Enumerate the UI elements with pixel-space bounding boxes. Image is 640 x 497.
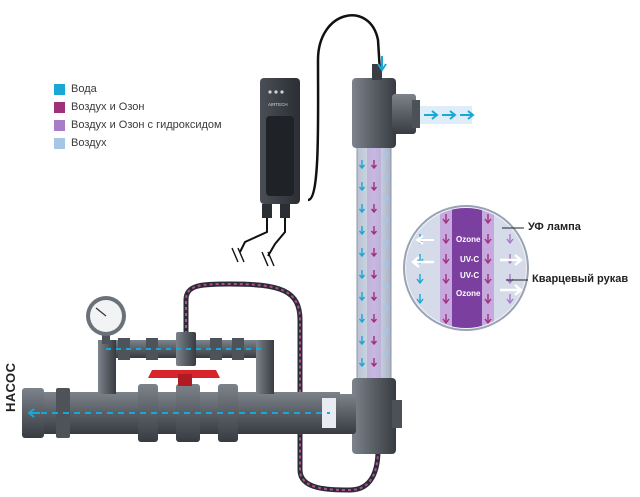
reactor-flow-arrow (382, 216, 390, 226)
reactor-flow-arrow (382, 238, 390, 248)
reactor-flow-arrow (382, 282, 390, 292)
reactor-flow-arrow (370, 226, 378, 236)
legend-swatch (54, 83, 65, 95)
reactor-flow-arrow (382, 150, 390, 160)
zoom-flow-arrow (484, 314, 492, 325)
reactor-flow-arrow (358, 270, 366, 280)
zoom-flow-arrow (506, 234, 514, 245)
reactor-flow-arrow (358, 182, 366, 192)
pump-label: НАСОС (3, 362, 18, 412)
power-cable-right (267, 218, 286, 257)
reactor-flow-arrow (370, 314, 378, 324)
reactor-flow-arrow (382, 260, 390, 270)
zoom-flow-arrow (416, 294, 424, 305)
zoom-callout: Ozone UV-C UV-C Ozone (403, 205, 529, 331)
legend-item-air: Воздух (54, 134, 222, 152)
zoom-flow-arrow (416, 274, 424, 285)
reactor-flow-arrow (358, 248, 366, 258)
reactor-flow-arrow (382, 172, 390, 182)
zoom-flow-arrow (442, 254, 450, 265)
zoom-flow-arrow (416, 314, 424, 325)
legend-item-air-ozone-hydroxide: Воздух и Озон с гидроксидом (54, 116, 222, 134)
reactor-flow-arrow (382, 326, 390, 336)
ozone-hose-flow (185, 282, 379, 492)
legend-label: Воздух (71, 137, 107, 149)
reactor-flow-arrow (370, 248, 378, 258)
reactor-flow-arrow (358, 204, 366, 214)
zoom-flow-arrow (506, 314, 514, 325)
reactor-flow-arrow (382, 348, 390, 358)
ozone-hose (183, 281, 381, 493)
reactor-flow-arrow (370, 270, 378, 280)
plug-left (231, 247, 245, 263)
legend-swatch (54, 137, 65, 149)
legend-swatch (54, 119, 65, 131)
reactor-bottom-cap (334, 378, 402, 454)
zoom-flow-arrow (506, 294, 514, 305)
reactor-flow-arrow (382, 194, 390, 204)
quartz-sleeve-label: Кварцевый рукав (532, 273, 629, 285)
zoom-flow-arrow (484, 274, 492, 285)
reactor-flow-arrow (370, 182, 378, 192)
legend-label: Воздух и Озон с гидроксидом (71, 119, 222, 131)
zoom-flow-arrow (442, 274, 450, 285)
outlet-flow (420, 106, 475, 124)
uv-lamp-label: УФ лампа (528, 221, 581, 233)
uv-reactor-chamber (356, 139, 392, 391)
zoom-uvc-2: UV-C (460, 271, 479, 280)
reactor-top-cap (352, 56, 420, 148)
power-cable-left (239, 218, 268, 253)
reactor-flow-arrow (358, 292, 366, 302)
zoom-flow-arrow (442, 294, 450, 305)
zoom-flow-arrow (442, 214, 450, 225)
zoom-uvc-1: UV-C (460, 255, 479, 264)
zoom-flow-arrow (442, 234, 450, 245)
zoom-flow-arrow (484, 214, 492, 225)
zoom-flow-arrow (484, 234, 492, 245)
reactor-flow-arrow (370, 204, 378, 214)
reactor-flow-arrow (370, 160, 378, 170)
legend-item-air-ozone: Воздух и Озон (54, 98, 222, 116)
reactor-flow-arrow (370, 336, 378, 346)
legend-label: Вода (71, 83, 97, 95)
zoom-flow-arrow (484, 254, 492, 265)
main-pipe (22, 384, 340, 442)
zoom-flow-arrow (484, 294, 492, 305)
reactor-flow-arrow (382, 304, 390, 314)
reactor-flow-arrow (358, 314, 366, 324)
brand-logo: AIRTECH (268, 102, 288, 107)
reactor-flow-arrow (358, 160, 366, 170)
water-inlet-arrow (377, 56, 387, 72)
reactor-flow-arrow (358, 226, 366, 236)
legend-swatch (54, 101, 65, 113)
zoom-ozone-top: Ozone (456, 235, 481, 244)
zoom-flow-arrow (416, 214, 424, 225)
legend-label: Воздух и Озон (71, 101, 145, 113)
pump-flow-arrow (27, 408, 40, 418)
legend-item-water: Вода (54, 80, 222, 98)
reactor-flow-arrow (370, 358, 378, 368)
controller-unit: AIRTECH (260, 78, 300, 218)
zoom-flow-arrow (442, 314, 450, 325)
pressure-gauge (86, 296, 126, 344)
uv-lamp-body (452, 208, 482, 328)
reactor-flow-arrow (358, 358, 366, 368)
zoom-ozone-bottom: Ozone (456, 289, 481, 298)
reactor-flow-arrow (358, 336, 366, 346)
controller-cable (307, 14, 382, 202)
legend: Вода Воздух и Озон Воздух и Озон с гидро… (54, 80, 222, 152)
bypass-loop (98, 332, 274, 394)
plug-right (261, 251, 275, 267)
reactor-flow-arrow (370, 292, 378, 302)
